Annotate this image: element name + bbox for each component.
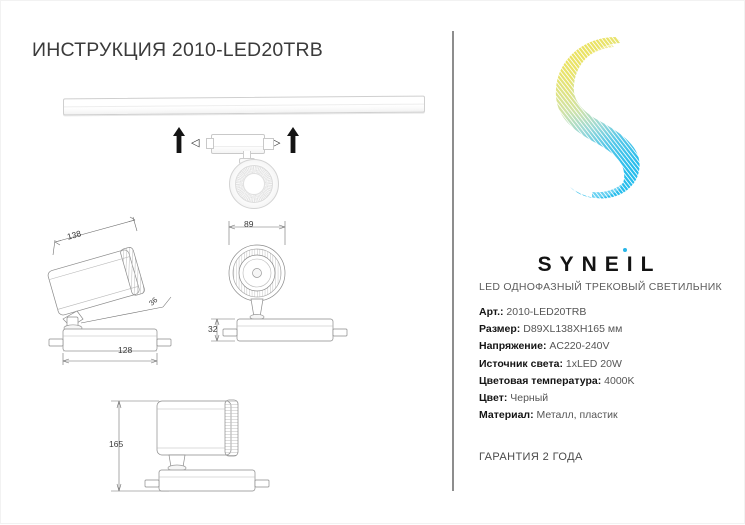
right-panel-product-info: SYNEIL xyxy=(453,1,745,525)
side-view-angled-drawing xyxy=(47,216,172,365)
clip-left-marker: ◁ xyxy=(191,137,200,149)
product-subtitle: LED ОДНОФАЗНЫЙ ТРЕКОВЫЙ СВЕТИЛЬНИК xyxy=(479,281,722,293)
spec-value: 2010-LED20TRB xyxy=(506,306,587,318)
syneil-s-swoosh-logo-icon xyxy=(540,31,660,201)
spec-label: Источник света: xyxy=(479,357,563,370)
spec-value: Металл, пластик xyxy=(536,409,618,422)
left-panel-drawings: ИНСТРУКЦИЯ 2010-LED20TRB ◁ ▷ xyxy=(1,1,452,525)
track-adapter-right xyxy=(263,138,274,150)
track-rail-illustration xyxy=(63,95,425,116)
top-view-plan-drawing xyxy=(211,221,348,342)
spec-label: Арт.: xyxy=(479,306,504,318)
spec-value: 1xLED 20W xyxy=(565,357,622,370)
spec-row: Размер: D89XL138XH165 мм xyxy=(479,321,734,338)
top-view-diameter-dimension: 89 xyxy=(244,219,254,229)
front-view-height-dimension: 165 xyxy=(109,439,124,449)
brand-logo: SYNEIL xyxy=(453,31,745,276)
spec-label: Цвет: xyxy=(479,392,508,405)
page-title: ИНСТРУКЦИЯ 2010-LED20TRB xyxy=(32,39,324,61)
spec-row: Материал: Металл, пластик xyxy=(479,407,734,424)
lamp-lens-center xyxy=(250,180,260,190)
spec-row: Арт.: 2010-LED20TRB xyxy=(479,304,734,321)
side-view-base-dimension: 128 xyxy=(118,345,133,355)
product-spec-list: Арт.: 2010-LED20TRB Размер: D89XL138XH16… xyxy=(479,304,734,424)
up-arrow-icon xyxy=(173,127,185,153)
lamp-head-front-view xyxy=(229,159,279,209)
spec-value: Черный xyxy=(510,392,549,405)
spec-label: Напряжение: xyxy=(479,340,547,353)
spec-row: Цветовая температура: 4000K xyxy=(479,373,734,390)
spec-value: AC220-240V xyxy=(549,340,610,353)
warranty-text: ГАРАНТИЯ 2 ГОДА xyxy=(479,451,583,463)
panel-divider xyxy=(452,31,454,491)
track-adapter-left xyxy=(206,138,214,149)
spec-row: Источник света: 1xLED 20W xyxy=(479,356,734,373)
spec-row: Напряжение: AC220-240V xyxy=(479,338,734,355)
spec-label: Материал: xyxy=(479,409,534,422)
spec-value: 4000K xyxy=(604,374,635,387)
top-view-height-dimension: 32 xyxy=(208,324,218,334)
mounted-lamp-body xyxy=(205,132,275,164)
brand-wordmark-text: SYNEIL xyxy=(537,253,662,276)
front-elevation-drawing xyxy=(111,399,270,492)
clip-right-marker: ▷ xyxy=(272,137,281,149)
spec-label: Размер: xyxy=(479,323,521,336)
spec-label: Цветовая температура: xyxy=(479,374,602,387)
lamp-driver-housing xyxy=(211,134,265,154)
spec-value: D89XL138XH165 мм xyxy=(523,323,623,336)
brand-wordmark: SYNEIL xyxy=(453,248,745,277)
up-arrow-icon xyxy=(287,127,299,153)
wordmark-i-dot xyxy=(622,248,627,252)
spec-row: Цвет: Черный xyxy=(479,390,734,407)
